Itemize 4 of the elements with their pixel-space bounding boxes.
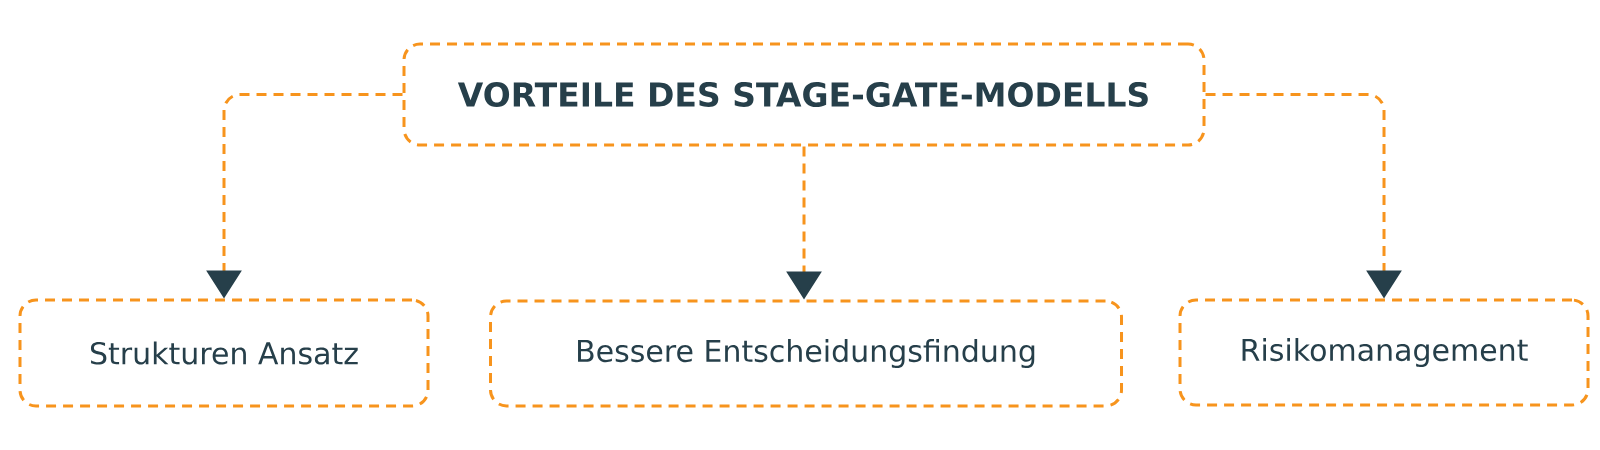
benefit-box: Bessere Entscheidungsfindung: [489, 299, 1123, 408]
heading-box: VORTEILE DES STAGE-GATE-MODELLS: [402, 42, 1206, 147]
benefit-box: Risikomanagement: [1178, 298, 1590, 407]
benefit-box: Strukturen Ansatz: [18, 298, 430, 408]
